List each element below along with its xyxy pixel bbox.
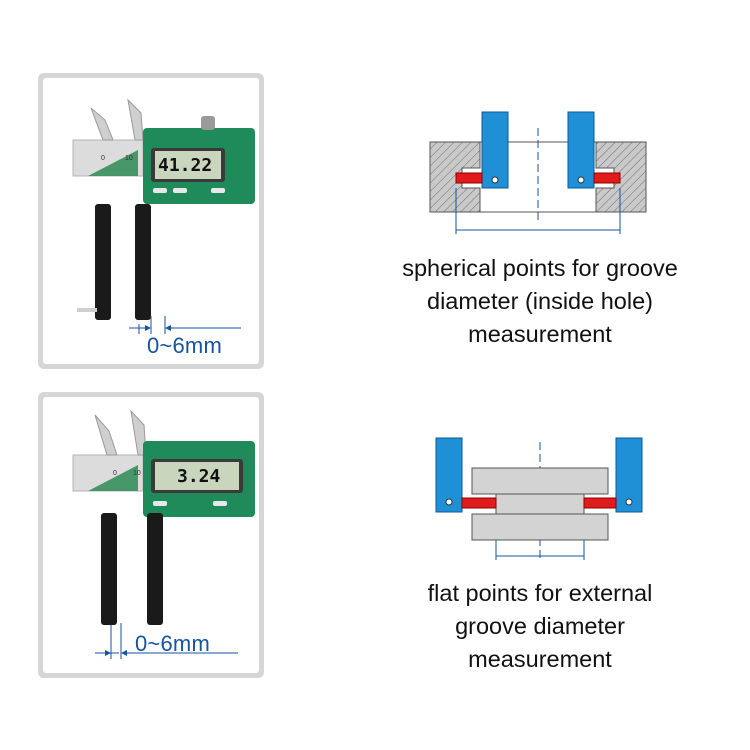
caliper-photo-icon: 0 10: [72, 409, 255, 659]
caption-external-groove: flat points for external groove diameter…: [330, 577, 750, 676]
groove-external-diagram-icon: [435, 437, 643, 560]
caption-line: measurement: [468, 646, 612, 672]
caliper-photo-frame-bottom: 0 10 3.24 0~6mm: [38, 392, 264, 678]
lcd-reading: 3.24: [177, 466, 221, 487]
caption-line: flat points for external: [427, 580, 653, 606]
lcd-reading: 41.22: [158, 155, 213, 176]
caption-line: spherical points for groove: [402, 255, 678, 281]
caption-inside-groove: spherical points for groove diameter (in…: [330, 252, 750, 351]
caliper-photo-top: 0 10 41.22: [43, 78, 259, 364]
caption-line: groove diameter: [455, 613, 625, 639]
svg-text:0: 0: [101, 155, 105, 162]
range-label: 0~6mm: [135, 631, 210, 656]
groove-inside-diagram-icon: [429, 111, 647, 234]
caption-line: measurement: [468, 321, 612, 347]
caliper-photo-bottom: 0 10 3.24 0~6mm: [43, 397, 259, 673]
svg-text:10: 10: [125, 155, 133, 162]
svg-text:10: 10: [133, 470, 141, 477]
caliper-photo-frame-top: 0 10 41.22: [38, 73, 264, 369]
svg-text:0: 0: [113, 470, 117, 477]
caliper-photo-icon: 0 10: [72, 98, 255, 334]
range-label: 0~6mm: [147, 333, 222, 358]
caption-line: diameter (inside hole): [427, 288, 653, 314]
